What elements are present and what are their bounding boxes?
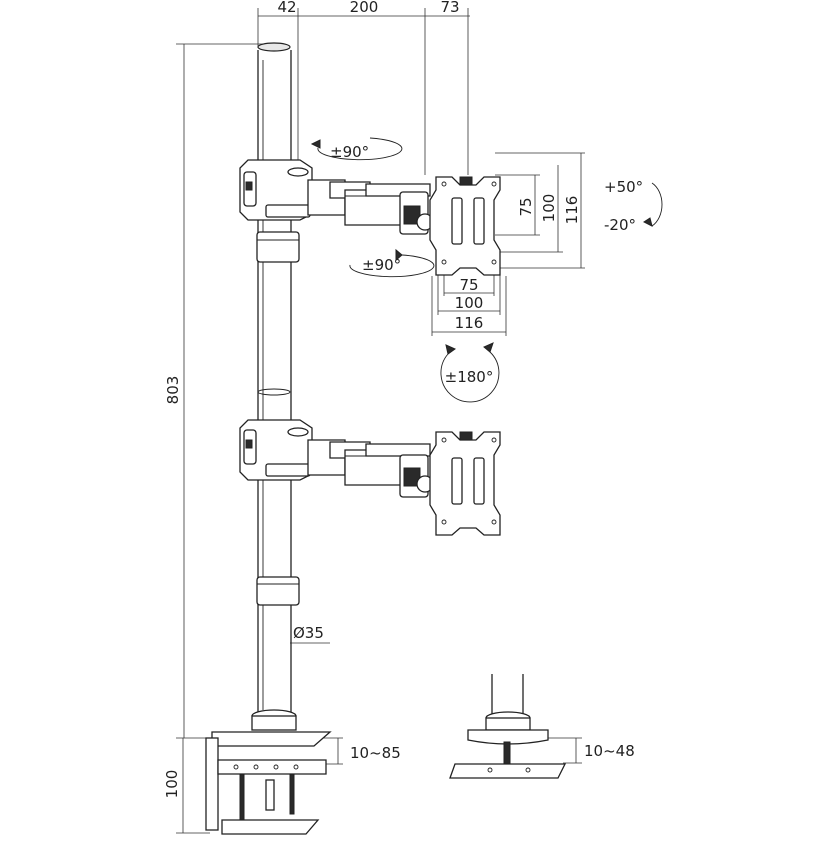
vesa-h-large: 116 bbox=[455, 314, 484, 332]
grommet-mount bbox=[449, 674, 567, 779]
desk-clamp bbox=[205, 709, 332, 835]
cable-clip bbox=[256, 576, 300, 606]
swivel-lower-arrow bbox=[349, 254, 435, 278]
swivel-lower-label: ±90° bbox=[362, 256, 401, 274]
rotate-label: ±180° bbox=[445, 368, 494, 386]
rotate-arrow bbox=[440, 351, 500, 403]
pole-diameter-label: Ø35 bbox=[293, 624, 324, 642]
vesa-v-medium: 100 bbox=[540, 194, 558, 223]
arrow-head-icon bbox=[395, 248, 403, 262]
dim-total-height: 803 bbox=[164, 376, 182, 405]
dimension-lines bbox=[176, 8, 585, 834]
tilt-up-label: +50° bbox=[604, 178, 643, 196]
arrow-head-icon bbox=[445, 344, 457, 355]
arrow-head-icon bbox=[483, 342, 494, 353]
arrow-head-icon bbox=[310, 139, 321, 149]
grommet-range-label: 10~48 bbox=[584, 742, 635, 760]
pole bbox=[257, 42, 292, 716]
tilt-arrow bbox=[651, 182, 663, 227]
vesa-h-medium: 100 bbox=[455, 294, 484, 312]
swivel-upper-arrow bbox=[317, 137, 403, 161]
vesa-v-small: 75 bbox=[517, 197, 535, 216]
swivel-upper-label: ±90° bbox=[330, 143, 369, 161]
labels: 42 200 73 803 100 Ø35 10~85 10~48 75 100… bbox=[163, 0, 643, 798]
dim-top-offset: 42 bbox=[277, 0, 296, 16]
lower-arm-assembly bbox=[239, 419, 501, 536]
arrow-head-icon bbox=[643, 217, 653, 227]
clamp-range-label: 10~85 bbox=[350, 744, 401, 762]
dim-arm-reach: 200 bbox=[350, 0, 379, 16]
vesa-h-small: 75 bbox=[459, 276, 478, 294]
upper-arm-assembly bbox=[239, 159, 501, 276]
rotation-arrows bbox=[310, 137, 663, 403]
tilt-down-label: -20° bbox=[604, 216, 636, 234]
dim-plate-offset: 73 bbox=[440, 0, 459, 16]
vesa-v-large: 116 bbox=[563, 196, 581, 225]
dim-clamp-height: 100 bbox=[163, 770, 181, 799]
